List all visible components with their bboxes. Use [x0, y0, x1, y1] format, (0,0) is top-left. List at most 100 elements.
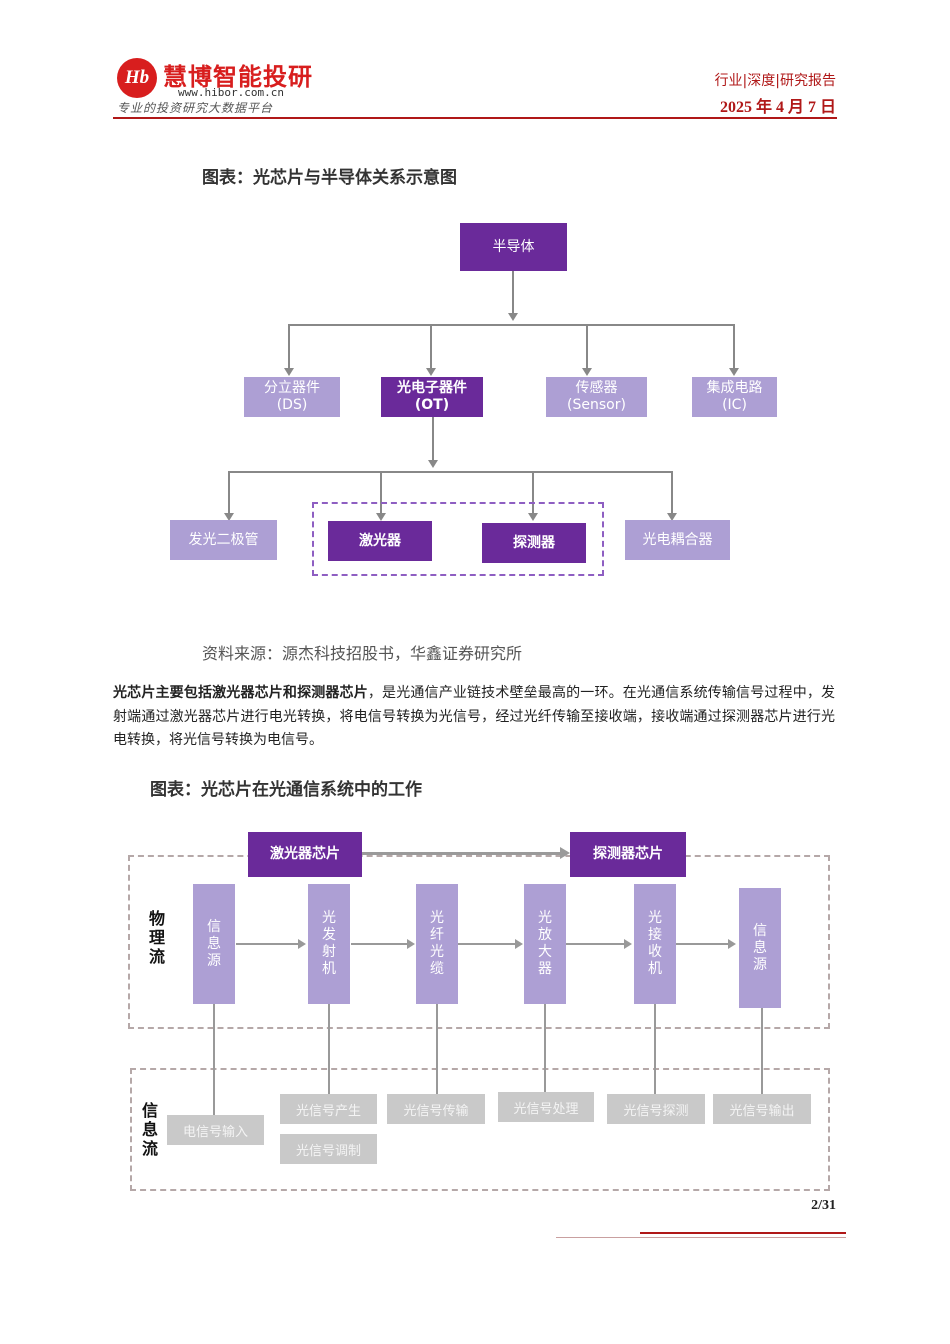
connector: [228, 471, 673, 473]
node-sensor: 传感器 (Sensor): [546, 377, 647, 417]
connector: [676, 943, 728, 945]
node-label: 探测器: [513, 534, 555, 551]
connector: [351, 943, 407, 945]
info-node-signal-output: 光信号输出: [713, 1094, 811, 1124]
connector: [761, 1008, 763, 1095]
connector: [586, 324, 588, 370]
connector: [288, 324, 735, 326]
detector-chip-box: 探测器芯片: [570, 832, 686, 877]
node-label: 光信号产生: [295, 1103, 361, 1119]
node-char: 光: [538, 910, 552, 926]
node-label: 光信号探测: [623, 1103, 689, 1119]
optical-chip-group: [312, 502, 604, 576]
node-sublabel: (OT): [414, 397, 450, 413]
connector: [380, 471, 382, 515]
node-integrated-circuit: 集成电路 (IC): [692, 377, 777, 417]
brand-logo-icon: Hb: [117, 58, 157, 98]
brand-url[interactable]: www.hibor.com.cn: [178, 86, 284, 99]
info-node-signal-modulation: 光信号调制: [280, 1134, 377, 1164]
node-char: 光: [430, 910, 444, 926]
node-char: 源: [207, 952, 221, 969]
brand-name: 慧博智能投研: [163, 63, 313, 91]
node-detector: 探测器: [482, 523, 586, 563]
arrow-down-icon: [284, 368, 294, 376]
info-node-signal-processing: 光信号处理: [498, 1092, 594, 1122]
arrow-down-icon: [667, 513, 677, 521]
node-label: 光电耦合器: [642, 531, 713, 548]
connector: [671, 471, 673, 515]
page-number: 2/31: [811, 1198, 836, 1213]
label-char: 流: [141, 1139, 158, 1158]
node-label: 半导体: [492, 238, 535, 255]
connector: [288, 324, 290, 370]
brand-slogan: 专业的投资研究大数据平台: [117, 101, 274, 115]
label-char: 理: [148, 928, 165, 947]
footer-divider-accent: [640, 1232, 846, 1234]
node-char: 收: [648, 944, 662, 960]
connector: [566, 943, 624, 945]
node-led: 发光二极管: [170, 520, 277, 560]
label-char: 信: [141, 1101, 158, 1120]
connector: [532, 471, 534, 515]
node-sublabel: (DS): [276, 397, 308, 413]
node-char: 发: [322, 927, 336, 943]
node-char: 缆: [430, 961, 444, 977]
node-sublabel: (IC): [722, 397, 747, 413]
physical-node-info-source: 信 息 源: [193, 884, 235, 1004]
node-char: 射: [322, 944, 336, 960]
connector: [733, 324, 735, 370]
node-label: 光电子器件: [397, 380, 467, 396]
node-char: 光: [430, 944, 444, 960]
connector: [432, 417, 434, 462]
info-node-electrical-input: 电信号输入: [167, 1115, 264, 1145]
node-semiconductor: 半导体: [460, 223, 567, 271]
arrow-down-icon: [528, 513, 538, 521]
arrow-right-icon: [728, 939, 736, 949]
paragraph-emphasis: 光芯片主要包括激光器芯片和探测器芯片: [113, 685, 368, 701]
connector: [236, 943, 298, 945]
node-label: 集成电路: [706, 380, 763, 396]
connector: [213, 1003, 215, 1115]
arrow-right-icon: [560, 847, 570, 859]
info-node-signal-transmission: 光信号传输: [387, 1094, 485, 1124]
connector: [436, 1003, 438, 1095]
label-char: 息: [141, 1120, 158, 1139]
node-char: 放: [538, 927, 552, 943]
arrow-down-icon: [224, 513, 234, 521]
node-char: 光: [322, 910, 336, 926]
node-label: 发光二极管: [188, 531, 259, 548]
physical-node-transmitter: 光 发 射 机: [308, 884, 350, 1004]
connector: [228, 471, 230, 515]
node-discrete-devices: 分立器件 (DS): [244, 377, 340, 417]
report-category: 行业|深度|研究报告: [714, 73, 836, 89]
connector: [328, 1003, 330, 1095]
arrow-right-icon: [515, 939, 523, 949]
physical-node-receiver: 光 接 收 机: [634, 884, 676, 1004]
node-char: 息: [207, 935, 221, 952]
figure1-source: 资料来源：源杰科技招股书，华鑫证券研究所: [202, 644, 523, 663]
node-label: 电信号输入: [182, 1124, 248, 1140]
info-flow-frame: [130, 1068, 830, 1191]
info-node-signal-generation: 光信号产生: [280, 1094, 377, 1124]
paragraph-text: ，是光通信产业链技术壁垒最高的一环。在光通信系统传输信号过程中，发射端通过激光器…: [113, 685, 836, 748]
node-label: 探测器芯片: [593, 846, 663, 862]
arrow-right-icon: [298, 939, 306, 949]
node-sublabel: (Sensor): [567, 397, 626, 413]
connector: [654, 1003, 656, 1095]
node-char: 器: [538, 961, 552, 977]
figure2-title: 图表：光芯片在光通信系统中的工作: [150, 780, 422, 800]
label-char: 物: [148, 909, 165, 928]
physical-flow-frame: [128, 855, 830, 1029]
node-char: 机: [648, 961, 662, 977]
footer-divider-thin: [556, 1237, 846, 1238]
laser-chip-box: 激光器芯片: [248, 832, 362, 877]
arrow-down-icon: [376, 513, 386, 521]
arrow-down-icon: [582, 368, 592, 376]
info-node-signal-detection: 光信号探测: [607, 1094, 705, 1124]
physical-node-fiber-cable: 光 纤 光 缆: [416, 884, 458, 1004]
node-char: 信: [753, 922, 767, 939]
node-char: 信: [207, 918, 221, 935]
node-label: 激光器芯片: [270, 846, 340, 862]
arrow-down-icon: [729, 368, 739, 376]
connector: [512, 271, 514, 315]
